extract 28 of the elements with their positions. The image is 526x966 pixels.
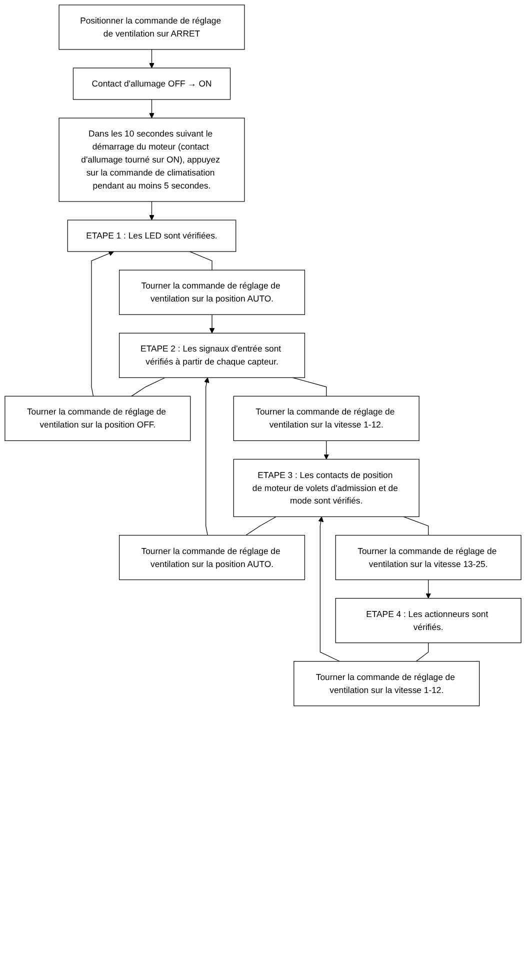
node-box: Tourner la commande de réglage de ventilation sur la position OFF.	[4, 396, 191, 441]
node-box: ETAPE 4 : Les actionneurs sont vérifiés.	[335, 598, 522, 644]
node-box: Tourner la commande de réglage de ventilation sur la vitesse 1-12.	[233, 396, 420, 441]
node-box: Positionner la commande de réglage de ventilation sur ARRET	[58, 4, 245, 50]
node-box: ETAPE 3 : Les contacts de position de moteur de volets d'admission et de mode sont vérifiés.	[233, 458, 420, 518]
connector	[246, 516, 276, 536]
node-box: ETAPE 1 : Les LED sont vérifiées.	[67, 220, 236, 252]
node-box: Contact d'allumage OFF → ON	[72, 68, 231, 100]
node-box: Tourner la commande de réglage de ventilation sur la vitesse 1-12.	[294, 661, 480, 706]
arrow	[149, 99, 154, 118]
connector	[292, 377, 327, 396]
connector	[189, 251, 212, 270]
arrow	[91, 250, 114, 396]
arrow	[324, 440, 330, 460]
connector	[131, 377, 166, 396]
arrow	[426, 579, 432, 599]
connector	[416, 642, 429, 662]
node-box: Tourner la commande de réglage de ventilation sur la position AUTO.	[118, 534, 306, 580]
node-box: ETAPE 2 : Les signaux d'entrée sont vérifiés à partir de chaque capteur.	[118, 332, 306, 378]
arrow	[318, 516, 340, 662]
node-box: Tourner la commande de réglage de ventilation sur la vitesse 13-25.	[335, 534, 522, 580]
arrow	[149, 49, 154, 68]
connector	[403, 516, 429, 536]
arrow	[209, 314, 215, 334]
node-box: Tourner la commande de réglage de ventilation sur la position AUTO.	[118, 270, 306, 315]
node-box: Dans les 10 secondes suivant le démarrage du moteur (contact d'allumage tourné sur ON), appuyez sur la commande de climatisation pendant au moins 5 secondes.	[58, 118, 245, 202]
arrow	[149, 201, 154, 220]
arrow	[204, 377, 210, 536]
